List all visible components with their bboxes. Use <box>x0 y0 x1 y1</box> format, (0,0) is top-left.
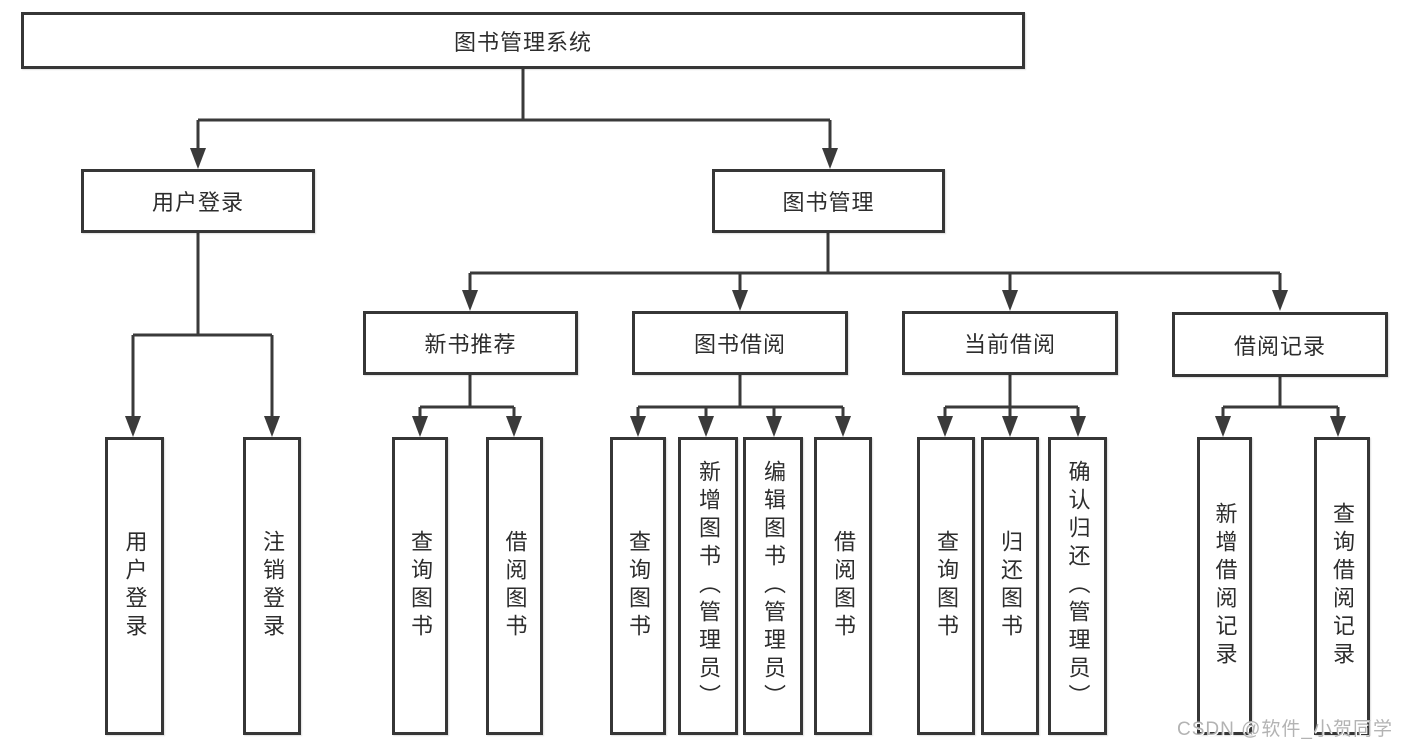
node-user-login: 用户登录 <box>81 169 315 233</box>
leaf-user-login-label: 用户登录 <box>122 530 148 642</box>
node-borrow-records: 借阅记录 <box>1172 312 1388 377</box>
leaf-query-book-recommend-label: 查询图书 <box>408 530 433 642</box>
leaf-confirm-return-admin: 确认归还（管理员） <box>1048 437 1107 735</box>
leaf-add-borrow-record-label: 新增借阅记录 <box>1212 502 1238 670</box>
leaf-borrow-book-recommend: 借阅图书 <box>486 437 543 735</box>
node-book-borrow-label: 图书借阅 <box>693 332 786 357</box>
leaf-add-book-admin-label: 新增图书（管理员） <box>696 460 721 712</box>
leaf-query-book-current-label: 查询图书 <box>934 530 959 642</box>
node-book-management-label: 图书管理 <box>782 190 875 215</box>
leaf-query-book-borrow-label: 查询图书 <box>626 530 651 642</box>
node-new-book-recommend: 新书推荐 <box>363 311 578 375</box>
node-new-book-recommend-label: 新书推荐 <box>424 332 517 357</box>
leaf-borrow-book-recommend-label: 借阅图书 <box>502 530 528 642</box>
leaf-user-login: 用户登录 <box>105 437 164 735</box>
leaf-add-book-admin: 新增图书（管理员） <box>678 437 738 735</box>
csdn-watermark: CSDN @软件_小贺同学 <box>1177 719 1393 740</box>
leaf-add-borrow-record: 新增借阅记录 <box>1197 437 1252 735</box>
leaf-return-book: 归还图书 <box>981 437 1039 735</box>
leaf-edit-book-admin-label: 编辑图书（管理员） <box>761 460 786 712</box>
leaf-query-borrow-record: 查询借阅记录 <box>1314 437 1370 735</box>
leaf-query-book-current: 查询图书 <box>917 437 975 735</box>
leaf-query-book-borrow: 查询图书 <box>610 437 666 735</box>
leaf-edit-book-admin: 编辑图书（管理员） <box>743 437 803 735</box>
node-book-management: 图书管理 <box>712 169 945 233</box>
leaf-query-book-recommend: 查询图书 <box>392 437 448 735</box>
node-root-label: 图书管理系统 <box>453 29 592 55</box>
node-borrow-records-label: 借阅记录 <box>1233 333 1326 359</box>
leaf-borrow-book: 借阅图书 <box>814 437 872 735</box>
node-current-borrow-label: 当前借阅 <box>963 332 1056 357</box>
leaf-confirm-return-admin-label: 确认归还（管理员） <box>1065 460 1091 712</box>
leaf-borrow-book-label: 借阅图书 <box>831 530 856 642</box>
node-user-login-label: 用户登录 <box>151 190 244 215</box>
leaf-logout-login: 注销登录 <box>243 437 301 735</box>
leaf-logout-login-label: 注销登录 <box>260 530 285 642</box>
node-book-borrow: 图书借阅 <box>632 311 848 375</box>
node-root: 图书管理系统 <box>21 12 1025 69</box>
leaf-query-borrow-record-label: 查询借阅记录 <box>1330 502 1355 670</box>
node-current-borrow: 当前借阅 <box>902 311 1118 375</box>
leaf-return-book-label: 归还图书 <box>998 530 1023 642</box>
